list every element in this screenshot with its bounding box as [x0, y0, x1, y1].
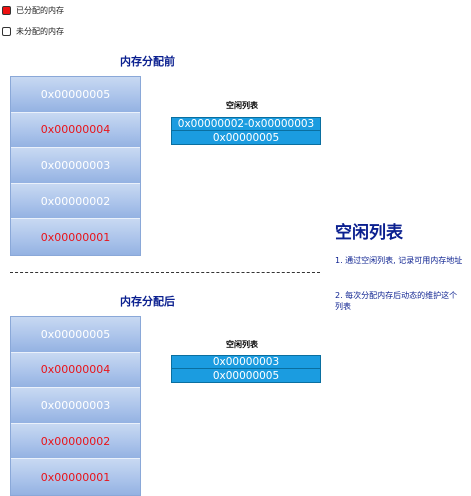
- before-memory-stack: 0x00000005 0x00000004 0x00000003 0x00000…: [10, 76, 141, 256]
- before-block: 0x00000002: [11, 183, 140, 220]
- side-note-1: 1. 通过空闲列表, 记录可用内存地址: [335, 256, 463, 265]
- after-free-list-title: 空闲列表: [226, 340, 258, 349]
- before-block: 0x00000001: [11, 219, 140, 255]
- legend-allocated-label: 已分配的内存: [16, 6, 64, 15]
- after-block: 0x00000004: [11, 352, 140, 389]
- after-title: 内存分配后: [120, 295, 175, 308]
- before-free-list-title: 空闲列表: [226, 101, 258, 110]
- side-note-2: 2. 每次分配内存后动态的维护这个列表: [335, 291, 458, 311]
- legend-free: 未分配的内存: [2, 26, 64, 37]
- after-block: 0x00000001: [11, 459, 140, 495]
- free-list-entry: 0x00000003: [172, 356, 320, 369]
- free-list-entry: 0x00000005: [172, 369, 320, 382]
- legend-free-label: 未分配的内存: [16, 27, 64, 36]
- before-block: 0x00000004: [11, 112, 140, 149]
- before-free-list: 0x00000002-0x00000003 0x00000005: [171, 117, 321, 145]
- legend-allocated: 已分配的内存: [2, 5, 64, 16]
- after-block: 0x00000002: [11, 423, 140, 460]
- side-title: 空闲列表: [335, 223, 403, 243]
- after-free-list: 0x00000003 0x00000005: [171, 355, 321, 383]
- after-block: 0x00000005: [11, 317, 140, 353]
- allocated-swatch: [2, 6, 11, 15]
- free-list-entry: 0x00000002-0x00000003: [172, 118, 320, 131]
- after-memory-stack: 0x00000005 0x00000004 0x00000003 0x00000…: [10, 316, 141, 496]
- before-title: 内存分配前: [120, 55, 175, 68]
- section-divider: [10, 272, 320, 273]
- before-block: 0x00000003: [11, 148, 140, 184]
- after-block: 0x00000003: [11, 388, 140, 424]
- free-swatch: [2, 27, 11, 36]
- before-block: 0x00000005: [11, 77, 140, 113]
- free-list-entry: 0x00000005: [172, 131, 320, 144]
